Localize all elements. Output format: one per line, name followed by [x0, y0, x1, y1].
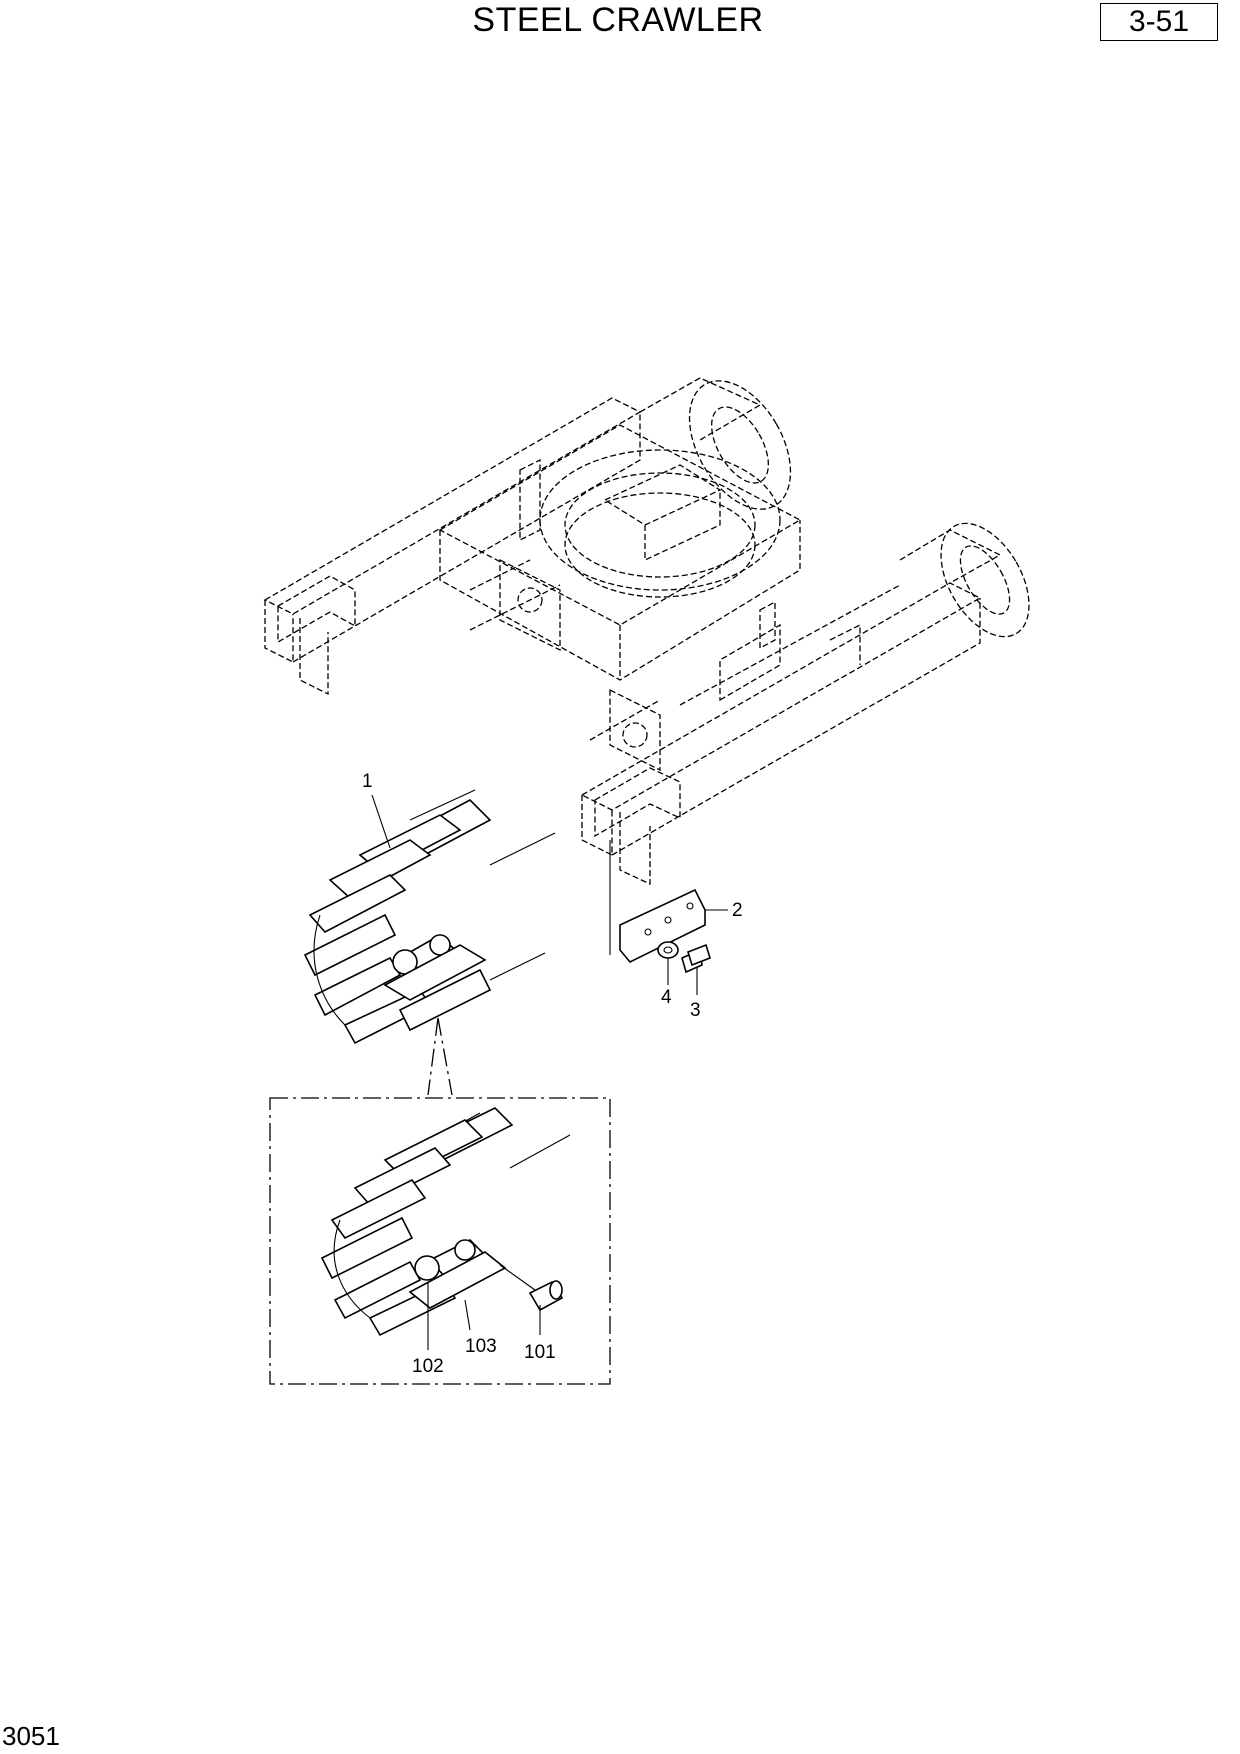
washer — [657, 941, 679, 959]
callout-103: 103 — [465, 1336, 497, 1357]
callout-3: 3 — [690, 1000, 701, 1021]
bolt — [681, 943, 711, 974]
track-pin — [499, 1264, 564, 1312]
page-number-box: 3-51 — [1100, 3, 1218, 41]
detail-crawler — [320, 1107, 571, 1337]
leader-line-1 — [371, 794, 391, 849]
detail-view-frame — [269, 1097, 611, 1385]
detail-pointer — [427, 1017, 453, 1096]
guide-plate — [619, 888, 706, 963]
callout-2: 2 — [732, 900, 743, 921]
callout-102: 102 — [412, 1356, 444, 1377]
callout-4: 4 — [661, 987, 672, 1008]
steel-crawler-assembly — [303, 789, 556, 1045]
track-frame-phantom — [263, 377, 1030, 886]
page-title: STEEL CRAWLER — [472, 1, 764, 39]
callout-1: 1 — [362, 771, 373, 792]
figure-code: 3051 — [2, 1721, 60, 1751]
callout-101: 101 — [524, 1342, 556, 1363]
leader-line-103 — [464, 1299, 471, 1331]
